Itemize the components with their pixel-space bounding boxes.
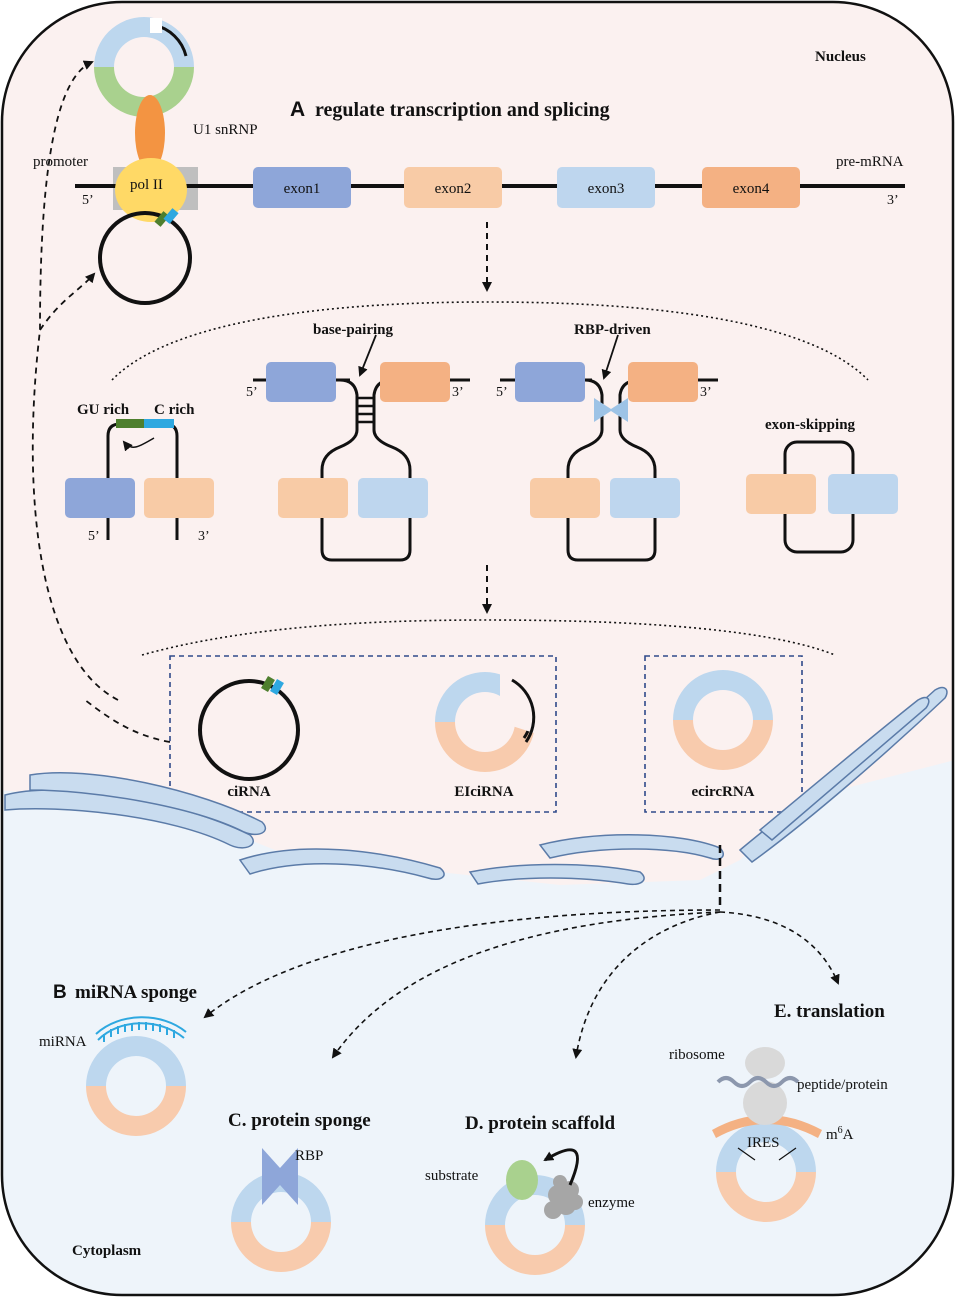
section-d-title: D. protein scaffold — [465, 1113, 615, 1134]
rbp-shape — [262, 1148, 298, 1205]
exon-skipping-label: exon-skipping — [765, 417, 856, 433]
arrow-to-e — [719, 911, 840, 985]
ecircrna-ring — [673, 670, 773, 770]
exon3-label: exon3 — [588, 181, 625, 197]
exon1-label: exon1 — [284, 181, 321, 197]
five-prime-label: 5’ — [82, 193, 94, 208]
eicirna-label: EIciRNA — [454, 784, 513, 800]
cytoplasm-label: Cytoplasm — [72, 1243, 142, 1259]
gu-c-rich-mechanism — [65, 419, 214, 540]
ecircrna-label: ecircRNA — [691, 784, 754, 800]
rbp-driven-mechanism — [500, 334, 718, 562]
promoter-label: promoter — [33, 154, 88, 170]
exon-skipping-mechanism — [746, 440, 898, 554]
m6a-label: m6A — [826, 1125, 854, 1143]
exon3-box — [557, 167, 655, 208]
top-eicirna-ring — [94, 17, 194, 117]
protein-sponge-ring — [231, 1172, 331, 1272]
cirna-circle-top — [98, 211, 192, 305]
exon4-label: exon4 — [733, 181, 770, 197]
cirna-circle — [198, 679, 300, 781]
svg-text:3’: 3’ — [700, 385, 712, 400]
c-rich-label: C rich — [154, 402, 195, 418]
enzyme-to-substrate-arrow — [543, 1148, 579, 1186]
u1-snrnp-label: U1 snRNP — [193, 122, 258, 138]
section-e-title: E. translation — [774, 1001, 885, 1022]
u1-snrnp-shape — [135, 95, 165, 171]
exon2-label: exon2 — [435, 181, 472, 197]
section-a-letter: A — [290, 98, 305, 121]
cirna-label: ciRNA — [227, 784, 270, 800]
svg-text:5’: 5’ — [496, 385, 508, 400]
svg-text:3’: 3’ — [198, 529, 210, 544]
peptide-label: peptide/protein — [797, 1077, 888, 1093]
pol-ii-label: pol II — [130, 177, 163, 193]
svg-text:5’: 5’ — [88, 529, 100, 544]
substrate-shape — [506, 1160, 538, 1200]
exon1-box — [253, 167, 351, 208]
arrow-to-c — [331, 911, 721, 1059]
feedback-arrow-lower — [39, 272, 96, 331]
pre-mrna-label: pre-mRNA — [836, 154, 904, 170]
enzyme-shape — [544, 1175, 583, 1219]
rbp-label: RBP — [295, 1148, 323, 1164]
svg-text:5’: 5’ — [246, 385, 258, 400]
section-a-title: regulate transcription and splicing — [315, 99, 610, 121]
substrate-label: substrate — [425, 1168, 479, 1184]
arrow-to-b — [203, 909, 721, 1019]
eicirna-ring — [435, 668, 540, 772]
translation-ring — [712, 1115, 822, 1222]
exon2-box — [404, 167, 502, 208]
nucleus-region — [2, 2, 953, 885]
nucleus-label: Nucleus — [815, 49, 866, 65]
base-pairing-mechanism — [253, 334, 470, 562]
gu-rich-label: GU rich — [77, 402, 130, 418]
mirna-sponge-ring — [86, 1036, 186, 1136]
nuclear-envelope — [4, 686, 948, 886]
mirna-shape — [95, 1016, 187, 1042]
mirna-label: miRNA — [39, 1034, 87, 1050]
peptide-chain — [716, 1076, 800, 1088]
base-pairing-label: base-pairing — [313, 322, 394, 338]
ires-label: IRES — [747, 1135, 780, 1151]
section-c-title: C. protein sponge — [228, 1110, 371, 1131]
pol-ii-shape — [115, 158, 187, 222]
three-prime-label: 3’ — [887, 193, 899, 208]
enzyme-label: enzyme — [588, 1195, 635, 1211]
exon4-box — [702, 167, 800, 208]
ribosome-label: ribosome — [669, 1047, 725, 1063]
svg-text:3’: 3’ — [452, 385, 464, 400]
rbp-driven-label: RBP-driven — [574, 322, 651, 338]
section-b-title: miRNA sponge — [75, 982, 197, 1003]
intron-products-box — [169, 655, 557, 813]
ribosome-shape — [743, 1047, 787, 1125]
dotted-arc-upper — [111, 301, 869, 381]
ecircrna-box — [644, 655, 803, 813]
section-b-letter: B — [53, 982, 67, 1003]
